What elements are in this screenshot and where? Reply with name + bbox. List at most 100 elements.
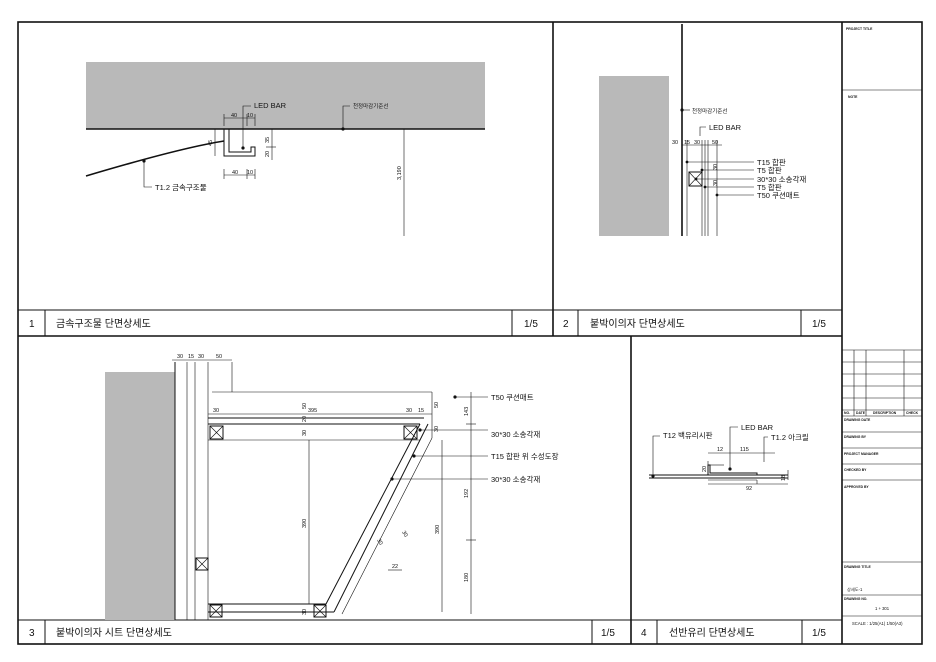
title-block: PROJECT TITLE NOTE NO. DATE DESCRIPTION …	[842, 27, 922, 626]
wall-block-2	[599, 76, 669, 236]
tb-rev-no: NO.	[844, 411, 850, 415]
p1-dim-10a: 10	[247, 113, 253, 119]
title-bar-4: 4 선반유리 단면상세도 1/5	[631, 619, 842, 644]
p3-dim-t30b: 30	[198, 354, 204, 360]
tb-approved-by: APPROVED BY	[844, 485, 869, 489]
p3-dim-d22: 22	[392, 564, 398, 570]
p1-dim-40b: 40	[232, 170, 238, 176]
panel-3-scale: 1/5	[601, 628, 615, 639]
p2-label-t5a: T5 합판	[757, 166, 782, 175]
p3-dim-v50: 50	[434, 402, 440, 408]
panel-4-drawing: 12 115 20 18 92 T12 백유리시판 LED BAR T1.2 아…	[649, 423, 809, 492]
panel-1-number: 1	[29, 319, 35, 330]
panel-4-scale: 1/5	[812, 628, 826, 639]
p3-dim-v30: 30	[302, 430, 308, 436]
p1-dim-40a: 40	[231, 113, 237, 119]
tb-drawing-date: DRAWING DATE	[844, 418, 871, 422]
p2-label-ceiling: 천정마감기준선	[692, 107, 727, 115]
p4-dim-92: 92	[746, 486, 752, 492]
p2-label-t15: T15 합판	[757, 158, 786, 167]
panel-4-number: 4	[641, 628, 647, 639]
panel-3-number: 3	[29, 628, 35, 639]
p4-dim-18: 18	[781, 475, 787, 481]
p3-dim-d30d: 30	[400, 530, 408, 538]
p3-dim-t50: 50	[216, 354, 222, 360]
p3-label-t15: T15 합판 위 수성도장	[491, 451, 559, 461]
panel-1-scale: 1/5	[524, 319, 538, 330]
p3-dim-r180: 180	[464, 573, 470, 582]
wall-block-3	[105, 372, 175, 620]
tb-rev-date: DATE	[856, 411, 866, 415]
p3-dim-v20: 20	[302, 416, 308, 422]
p3-dim-b30: 30	[302, 609, 308, 615]
p3-dim-v390a: 390	[302, 519, 308, 528]
title-bar-2: 2 붙박이의자 단면상세도 1/5	[553, 309, 842, 336]
led-profile-4	[707, 464, 758, 475]
p2-label-led-bar: LED BAR	[709, 123, 742, 132]
p1-dim-10b: 10	[247, 170, 253, 176]
p4-label-acrylic: T1.2 아크릴	[771, 432, 809, 442]
p3-dim-h30b: 30	[406, 408, 412, 414]
p2-dim-v30b: 30	[713, 180, 719, 186]
p4-label-glass: T12 백유리시판	[663, 430, 713, 440]
p2-label-pipe: 30*30 소송각재	[757, 174, 806, 184]
p3-dim-h395: 395	[308, 408, 317, 414]
tb-drawing-title: DRAWING TITLE	[844, 565, 871, 569]
p1-label-led-bar: LED BAR	[254, 101, 287, 110]
p3-dim-v30b: 30	[434, 426, 440, 432]
p3-dim-v390b: 390	[435, 525, 441, 534]
tb-scale: SCALE : 1/25(A1) 1/50(A3)	[852, 621, 903, 626]
p2-dim-30: 30	[672, 140, 678, 146]
p1-dim-35: 35	[265, 137, 271, 143]
p4-dim-20: 20	[702, 466, 708, 472]
revision-grid	[842, 349, 922, 416]
outer-border	[17, 21, 923, 645]
panel-2-drawing: 30 15 30 50 30 30 천정마감기준선 LED BAR T15 합판…	[599, 24, 806, 236]
tb-project-manager: PROJECT MANAGER	[844, 452, 879, 456]
p2-dim-15: 15	[684, 140, 690, 146]
tb-rev-check: CHECK	[906, 411, 919, 415]
tb-drawing-by: DRAWING BY	[844, 435, 867, 439]
p1-dim-3190: 3,190	[397, 166, 403, 180]
panel-1-drawing: 40 10 40 10 45 35 20 3,190 LED BAR 천정마감기…	[85, 62, 485, 236]
p2-label-t5b: T5 합판	[757, 183, 782, 192]
panel-2-number: 2	[563, 319, 569, 330]
title-bar-3: 3 붙박이의자 시트 단면상세도 1/5	[18, 619, 631, 644]
ceiling-slab	[86, 62, 485, 129]
p3-label-pipe2: 30*30 소송각재	[491, 474, 540, 484]
p2-dim-50: 50	[712, 140, 718, 146]
p1-dim-45: 45	[208, 140, 214, 146]
metal-structure-curve	[85, 140, 225, 177]
tb-project-title: PROJECT TITLE	[846, 27, 873, 31]
p3-label-t50: T50 쿠션매트	[491, 392, 534, 402]
title-bar-1: 1 금속구조물 단면상세도 1/5	[18, 309, 553, 336]
p3-dim-d30c: 30	[375, 538, 383, 546]
panel-4-title: 선반유리 단면상세도	[669, 627, 755, 639]
p3-dim-t15: 15	[188, 354, 194, 360]
tb-drawing-no-value: 1 + 301	[875, 606, 890, 611]
panel-2-scale: 1/5	[812, 319, 826, 330]
tb-drawing-title-value: 상세도-1	[847, 586, 863, 593]
p3-dim-h15: 15	[418, 408, 424, 414]
p3-dim-r143: 143	[464, 407, 470, 416]
panel-3-drawing: 30 15 30 50 30 50 395 30 15 30 20 50 30 …	[105, 354, 559, 620]
tb-checked-by: CHECKED BY	[844, 468, 867, 472]
p4-dim-12: 12	[717, 447, 723, 453]
tb-note: NOTE	[848, 95, 858, 99]
tb-rev-description: DESCRIPTION	[873, 411, 897, 415]
p3-dim-h30: 30	[213, 408, 219, 414]
p2-dim-30b: 30	[694, 140, 700, 146]
p1-label-metal: T1.2 금속구조물	[155, 183, 207, 192]
tb-drawing-no: DRAWING NO.	[844, 597, 867, 601]
panel-2-title: 붙박이의자 단면상세도	[590, 318, 685, 330]
p2-dim-v30: 30	[713, 164, 719, 170]
p3-label-pipe1: 30*30 소송각재	[491, 429, 540, 439]
led-bar-profile	[223, 129, 256, 157]
p3-dim-r192: 192	[464, 489, 470, 498]
panel-1-title: 금속구조물 단면상세도	[56, 318, 151, 330]
p4-dim-115: 115	[740, 447, 749, 453]
p4-label-led-bar: LED BAR	[741, 423, 774, 432]
p1-label-ceiling: 천정마감기준선	[353, 102, 388, 110]
panel-3-title: 붙박이의자 시트 단면상세도	[56, 627, 172, 639]
